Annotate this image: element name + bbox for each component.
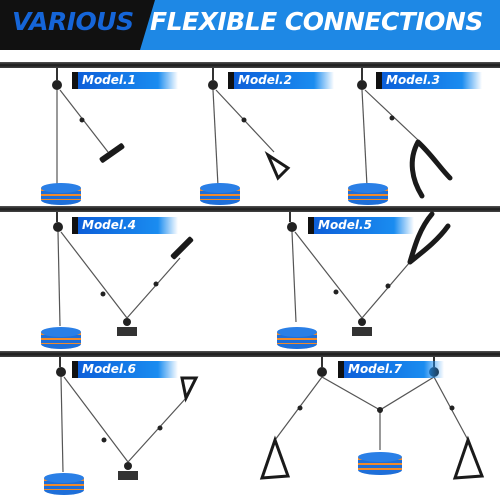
weight-plate-stack <box>277 327 317 349</box>
weight-plate-stack <box>348 183 388 205</box>
banner-title-various: VARIOUS <box>12 7 134 36</box>
bar-1 <box>0 62 500 68</box>
model-3-illustration <box>348 68 453 205</box>
model-1-label-text: Model.1 <box>82 73 136 87</box>
weight-plate-stack <box>44 473 84 495</box>
bar-3 <box>0 351 500 357</box>
model-7-label-text: Model.7 <box>348 362 402 376</box>
model-6-label: Model.6 <box>72 361 182 378</box>
header-banner: VARIOUS FLEXIBLE CONNECTIONS <box>0 0 500 50</box>
model-3-label-text: Model.3 <box>386 73 440 87</box>
weight-plate-stack <box>41 183 81 205</box>
model-6-illustration <box>44 357 199 495</box>
weight-plate-stack <box>200 183 240 205</box>
model-7-label: Model.7 <box>338 361 448 378</box>
banner-background <box>0 0 500 50</box>
model-2-label: Model.2 <box>228 72 338 89</box>
banner-title-flexible-connections: FLEXIBLE CONNECTIONS <box>150 7 483 36</box>
model-1-illustration <box>41 68 125 205</box>
weight-plate-stack <box>41 327 81 349</box>
model-2-illustration <box>200 68 291 205</box>
model-7-illustration <box>259 357 485 480</box>
model-5-illustration <box>277 211 451 349</box>
model-2-label-text: Model.2 <box>238 73 292 87</box>
model-6-label-text: Model.6 <box>82 362 136 376</box>
model-1-label: Model.1 <box>72 72 182 89</box>
model-5-label-text: Model.5 <box>318 218 372 232</box>
weight-plate-stack <box>358 452 402 475</box>
model-4-label: Model.4 <box>72 217 182 234</box>
model-5-label: Model.5 <box>308 217 418 234</box>
model-4-label-text: Model.4 <box>82 218 136 232</box>
model-4-illustration <box>41 212 194 349</box>
model-3-label: Model.3 <box>376 72 486 89</box>
bar-2 <box>0 206 500 212</box>
